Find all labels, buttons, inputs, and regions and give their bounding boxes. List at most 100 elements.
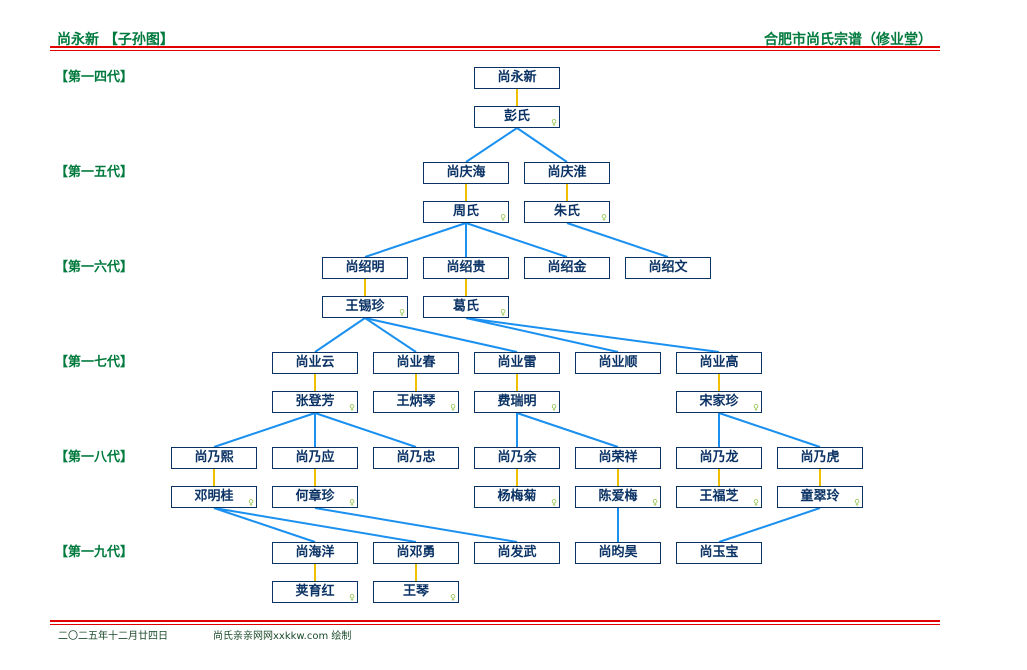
person-name: 尚业高 xyxy=(699,355,739,370)
female-icon: ♀ xyxy=(399,308,405,317)
parent-child-link xyxy=(314,317,366,353)
person-node[interactable]: 尚业云 xyxy=(272,352,358,374)
parent-child-link xyxy=(213,507,316,543)
person-name: 尚绍文 xyxy=(648,260,688,275)
parent-child-link xyxy=(465,317,720,353)
person-name: 费瑞明 xyxy=(497,394,537,409)
female-icon: ♀ xyxy=(551,118,557,127)
parent-child-link xyxy=(314,412,417,448)
person-name: 尚邓勇 xyxy=(396,545,436,560)
person-name: 葛氏 xyxy=(452,299,479,314)
person-name: 尚乃忠 xyxy=(396,450,436,465)
spouse-node[interactable]: 张登芳 ♀ xyxy=(272,391,358,413)
parent-child-link xyxy=(213,412,316,448)
parent-child-link xyxy=(364,222,467,258)
parent-child-link xyxy=(465,317,619,353)
person-node[interactable]: 尚业春 xyxy=(373,352,459,374)
person-node[interactable]: 尚绍贵 xyxy=(423,257,509,279)
person-name: 王炳琴 xyxy=(396,394,436,409)
spouse-node[interactable]: 王锡珍 ♀ xyxy=(322,296,408,318)
parent-child-link xyxy=(718,507,821,543)
spouse-node[interactable]: 荚育红♀ xyxy=(272,581,358,603)
spouse-node[interactable]: 陈爱梅♀ xyxy=(575,486,661,508)
person-name: 何章珍 xyxy=(295,489,335,504)
female-icon: ♀ xyxy=(753,403,759,412)
generation-label: 【第一七代】 xyxy=(55,355,134,370)
person-node[interactable]: 尚乃虎 xyxy=(777,447,863,469)
spouse-node[interactable]: 宋家珍♀ xyxy=(676,391,762,413)
person-node[interactable]: 尚绍金 xyxy=(524,257,610,279)
person-node[interactable]: 尚业顺 xyxy=(575,352,661,374)
female-icon: ♀ xyxy=(349,498,355,507)
person-name: 荚育红 xyxy=(295,584,335,599)
spouse-node[interactable]: 周氏♀ xyxy=(423,201,509,223)
female-icon: ♀ xyxy=(349,403,355,412)
person-node[interactable]: 尚庆淮 xyxy=(524,162,610,184)
person-node[interactable]: 尚昀昊 xyxy=(575,542,661,564)
person-node[interactable]: 尚海洋 xyxy=(272,542,358,564)
spouse-node[interactable]: 彭氏♀ xyxy=(474,106,560,128)
person-node[interactable]: 尚乃应 xyxy=(272,447,358,469)
person-node[interactable]: 尚乃忠 xyxy=(373,447,459,469)
person-name: 尚绍贵 xyxy=(446,260,486,275)
person-node[interactable]: 尚业雷 xyxy=(474,352,560,374)
person-name: 尚玉宝 xyxy=(699,545,739,560)
person-node[interactable]: 尚邓勇 xyxy=(373,542,459,564)
person-name: 尚绍明 xyxy=(345,260,385,275)
person-name: 尚业云 xyxy=(295,355,335,370)
spouse-node[interactable]: 何章珍 ♀ xyxy=(272,486,358,508)
person-node[interactable]: 尚绍明 xyxy=(322,257,408,279)
person-node[interactable]: 尚庆海 xyxy=(423,162,509,184)
spouse-node[interactable]: 杨梅菊♀ xyxy=(474,486,560,508)
spouse-node[interactable]: 费瑞明♀ xyxy=(474,391,560,413)
page-title: 尚永新 【子孙图】 xyxy=(57,32,174,48)
parent-child-link xyxy=(314,507,518,543)
female-icon: ♀ xyxy=(450,403,456,412)
person-name: 邓明桂 xyxy=(194,489,234,504)
spouse-node[interactable]: 王炳琴 ♀ xyxy=(373,391,459,413)
generation-label: 【第一九代】 xyxy=(55,545,134,560)
spouse-node[interactable]: 邓明桂 ♀ xyxy=(171,486,257,508)
person-node[interactable]: 尚业高 xyxy=(676,352,762,374)
parent-child-link xyxy=(213,507,417,543)
person-name: 尚乃余 xyxy=(497,450,537,465)
person-node[interactable]: 尚玉宝 xyxy=(676,542,762,564)
spouse-node[interactable]: 童翠玲♀ xyxy=(777,486,863,508)
parent-child-link xyxy=(566,222,669,258)
female-icon: ♀ xyxy=(450,593,456,602)
footer-credit: 尚氏亲亲网网xxkkw.com 绘制 xyxy=(213,631,352,642)
person-node[interactable]: 尚荣祥 xyxy=(575,447,661,469)
person-node[interactable]: 尚乃余 xyxy=(474,447,560,469)
person-node[interactable]: 尚永新 xyxy=(474,67,560,89)
person-name: 尚昀昊 xyxy=(598,545,638,560)
person-name: 尚海洋 xyxy=(295,545,335,560)
parent-child-link xyxy=(465,222,568,258)
person-name: 王琴 xyxy=(402,584,429,599)
spouse-node[interactable]: 朱氏♀ xyxy=(524,201,610,223)
female-icon: ♀ xyxy=(652,498,658,507)
spouse-node[interactable]: 王福芝♀ xyxy=(676,486,762,508)
parent-child-link xyxy=(465,127,518,163)
person-name: 童翠玲 xyxy=(800,489,840,504)
person-name: 尚业春 xyxy=(396,355,436,370)
female-icon: ♀ xyxy=(551,498,557,507)
spouse-node[interactable]: 葛氏♀ xyxy=(423,296,509,318)
spouse-node[interactable]: 王琴 ♀ xyxy=(373,581,459,603)
generation-label: 【第一六代】 xyxy=(55,260,134,275)
female-icon: ♀ xyxy=(601,213,607,222)
person-name: 王锡珍 xyxy=(345,299,385,314)
female-icon: ♀ xyxy=(500,213,506,222)
footer-rule xyxy=(50,624,940,625)
person-node[interactable]: 尚乃熙 xyxy=(171,447,257,469)
generation-label: 【第一四代】 xyxy=(55,70,134,85)
female-icon: ♀ xyxy=(753,498,759,507)
header-rule xyxy=(50,50,940,51)
person-name: 尚庆海 xyxy=(446,165,486,180)
female-icon: ♀ xyxy=(248,498,254,507)
person-node[interactable]: 尚绍文 xyxy=(625,257,711,279)
person-node[interactable]: 尚发武 xyxy=(474,542,560,564)
person-name: 尚乃龙 xyxy=(699,450,739,465)
person-node[interactable]: 尚乃龙 xyxy=(676,447,762,469)
person-name: 张登芳 xyxy=(295,394,335,409)
